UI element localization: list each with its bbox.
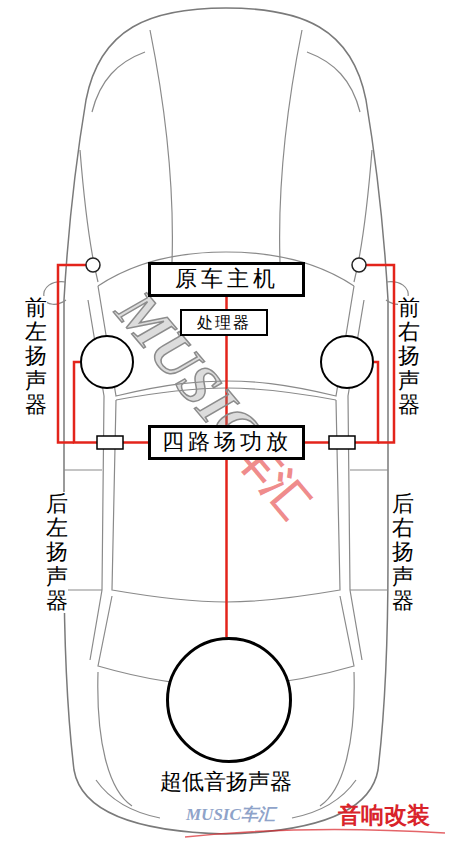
logo-text: MUSIC车汇: [186, 806, 275, 825]
speaker-label: 超低音扬声器: [160, 770, 292, 794]
tweeter-circle: [86, 258, 100, 272]
signal-wire: [225, 297, 228, 309]
crossover-box: [329, 436, 355, 449]
speaker-label: 前左扬声器: [25, 296, 47, 417]
speaker-circle: 前左扬声器: [80, 335, 134, 389]
speaker-cone: [81, 336, 133, 388]
processor-box: 处理器: [180, 309, 268, 336]
door-line: [64, 589, 102, 590]
logo-swoosh: [185, 830, 445, 837]
speaker-circle: 前右扬声器: [320, 335, 374, 389]
car-body: [64, 8, 388, 834]
speaker-label: 前右扬声器: [398, 296, 420, 417]
circle-outline: [166, 637, 292, 763]
tweeter-circle: [352, 258, 366, 272]
speaker-label: 后右扬声器: [392, 492, 414, 613]
circle-outline: [320, 335, 374, 389]
amplifier-box: 四路场功放: [148, 425, 305, 460]
trunk-edge: [98, 672, 132, 806]
hood-ridge: [150, 30, 172, 262]
door-line: [64, 469, 102, 470]
headlight: [92, 52, 145, 112]
box-label: 原车主机: [175, 267, 279, 291]
box-label: 四路场功放: [162, 430, 292, 454]
signal-wire: [225, 460, 228, 637]
circle-outline: [80, 335, 134, 389]
crossover-box: [97, 436, 123, 449]
logo-text: 音响改装: [338, 803, 430, 828]
head-unit-box: 原车主机: [148, 262, 305, 297]
tail-light: [96, 780, 160, 818]
speaker-label: 后左扬声器: [46, 492, 68, 613]
subwoofer-circle: 超低音扬声器: [166, 637, 292, 763]
speaker-cone: [168, 639, 291, 762]
mirror: [44, 282, 66, 305]
speaker-cone: [321, 336, 373, 388]
box-label: 处理器: [197, 314, 251, 332]
